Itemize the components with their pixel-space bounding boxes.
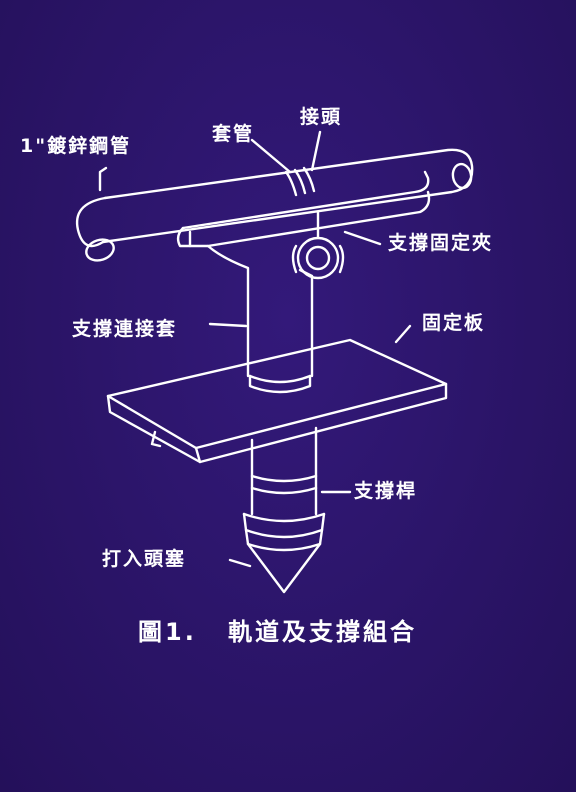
label-connector-sleeve: 支撐連接套 (72, 318, 178, 340)
figure-title: 軌道及支撐組合 (228, 618, 417, 646)
label-support-rod: 支撐桿 (354, 480, 418, 502)
fixing-plate (106, 324, 448, 464)
label-support-clamp: 支撐固定夾 (388, 232, 494, 254)
label-fixing-plate: 固定板 (422, 312, 486, 334)
support-rod (250, 426, 352, 516)
sleeve-rings (250, 130, 322, 197)
label-drive-head-plug: 打入頭塞 (102, 548, 187, 570)
label-sleeve: 套管 (212, 123, 255, 145)
label-joint: 接頭 (300, 106, 343, 128)
label-galvanized-pipe: 1"鍍鋅鋼管 (20, 135, 132, 157)
drive-head-plug (228, 512, 326, 594)
figure-number: 圖1. (138, 618, 197, 646)
galvanized-pipe (75, 148, 474, 262)
support-clamp (291, 210, 382, 280)
connector-sleeve (206, 244, 314, 394)
